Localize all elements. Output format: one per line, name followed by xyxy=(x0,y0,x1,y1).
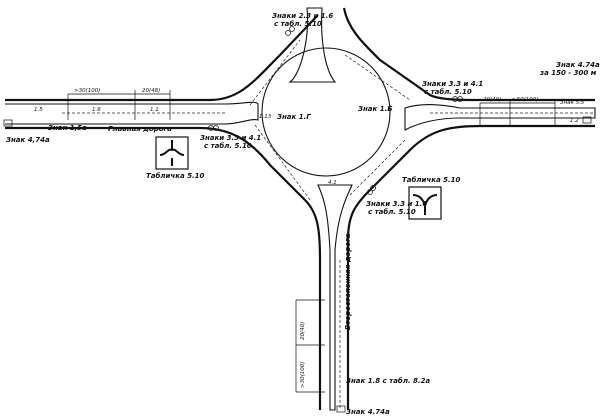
label-signs-south-tab: с табл. 5.10 xyxy=(368,208,416,216)
plate-west-icon xyxy=(155,136,189,170)
label-sign-east-island: Знак 1.Б xyxy=(358,105,393,113)
marking-1-5: 1.5 xyxy=(34,107,43,113)
plate-south-icon xyxy=(408,186,442,220)
dim-west-2: 20(48) xyxy=(142,88,160,94)
dim-south-1: 20(40) xyxy=(300,322,306,340)
marking-1-13: 1.13 xyxy=(259,114,272,120)
label-sign-east-plate: Знак 5.5 xyxy=(560,100,585,106)
label-sign-west-15a: Знак 1,5а xyxy=(48,124,87,132)
dim-west-1: >30(100) xyxy=(74,88,100,94)
label-plate-south: Табличка 5.10 xyxy=(402,176,461,184)
marking-1-6: 1.6 xyxy=(92,107,101,113)
dim-east-2: >50(100) xyxy=(512,97,538,103)
central-island xyxy=(261,47,391,177)
label-sign-west-island: Знак 1.Г xyxy=(277,113,311,121)
label-signs-west: Знаки 3.3 и 4.1 xyxy=(200,134,261,142)
label-signs-north-tab: с табл. 5.10 xyxy=(274,20,322,28)
east-arm xyxy=(346,104,596,410)
label-sign-south-end: Знак 4.74а xyxy=(346,408,390,416)
marking-1-1: 1.1 xyxy=(150,107,159,113)
marking-4-1: 4.1 xyxy=(328,180,337,186)
label-sign-west-end: Знак 4,74а xyxy=(6,136,50,144)
north-arm xyxy=(288,7,595,102)
label-plate-west: Табличка 5.10 xyxy=(146,172,205,180)
label-secondary-road: Второстепенная дорога xyxy=(344,233,352,330)
dimension-lines xyxy=(67,90,556,393)
label-signs-east-tab: с табл. 5.10 xyxy=(424,88,472,96)
label-sign-east-end-dist: за 150 - 300 м xyxy=(539,69,597,77)
label-signs-north: Знаки 2.3 и 1.6 xyxy=(272,12,333,20)
label-sign-south-18: Знак 1.8 с табл. 8.2а xyxy=(346,377,430,385)
label-main-road: Главная дорога xyxy=(108,125,172,133)
label-sign-east-end: Знак 4.74а xyxy=(556,61,600,69)
label-signs-east: Знаки 3.3 и 4.1 xyxy=(422,80,483,88)
label-signs-south: Знаки 3.3 и 1.6 xyxy=(366,200,427,208)
south-arm xyxy=(317,184,353,411)
west-arm xyxy=(5,14,322,410)
dim-east-1: 20(40) xyxy=(483,97,501,103)
sign-markers xyxy=(3,26,592,413)
marking-1-2: 1.2 xyxy=(570,118,579,124)
dim-south-2: >30(100) xyxy=(300,362,306,388)
label-signs-west-tab: с табл. 5.10 xyxy=(204,142,252,150)
